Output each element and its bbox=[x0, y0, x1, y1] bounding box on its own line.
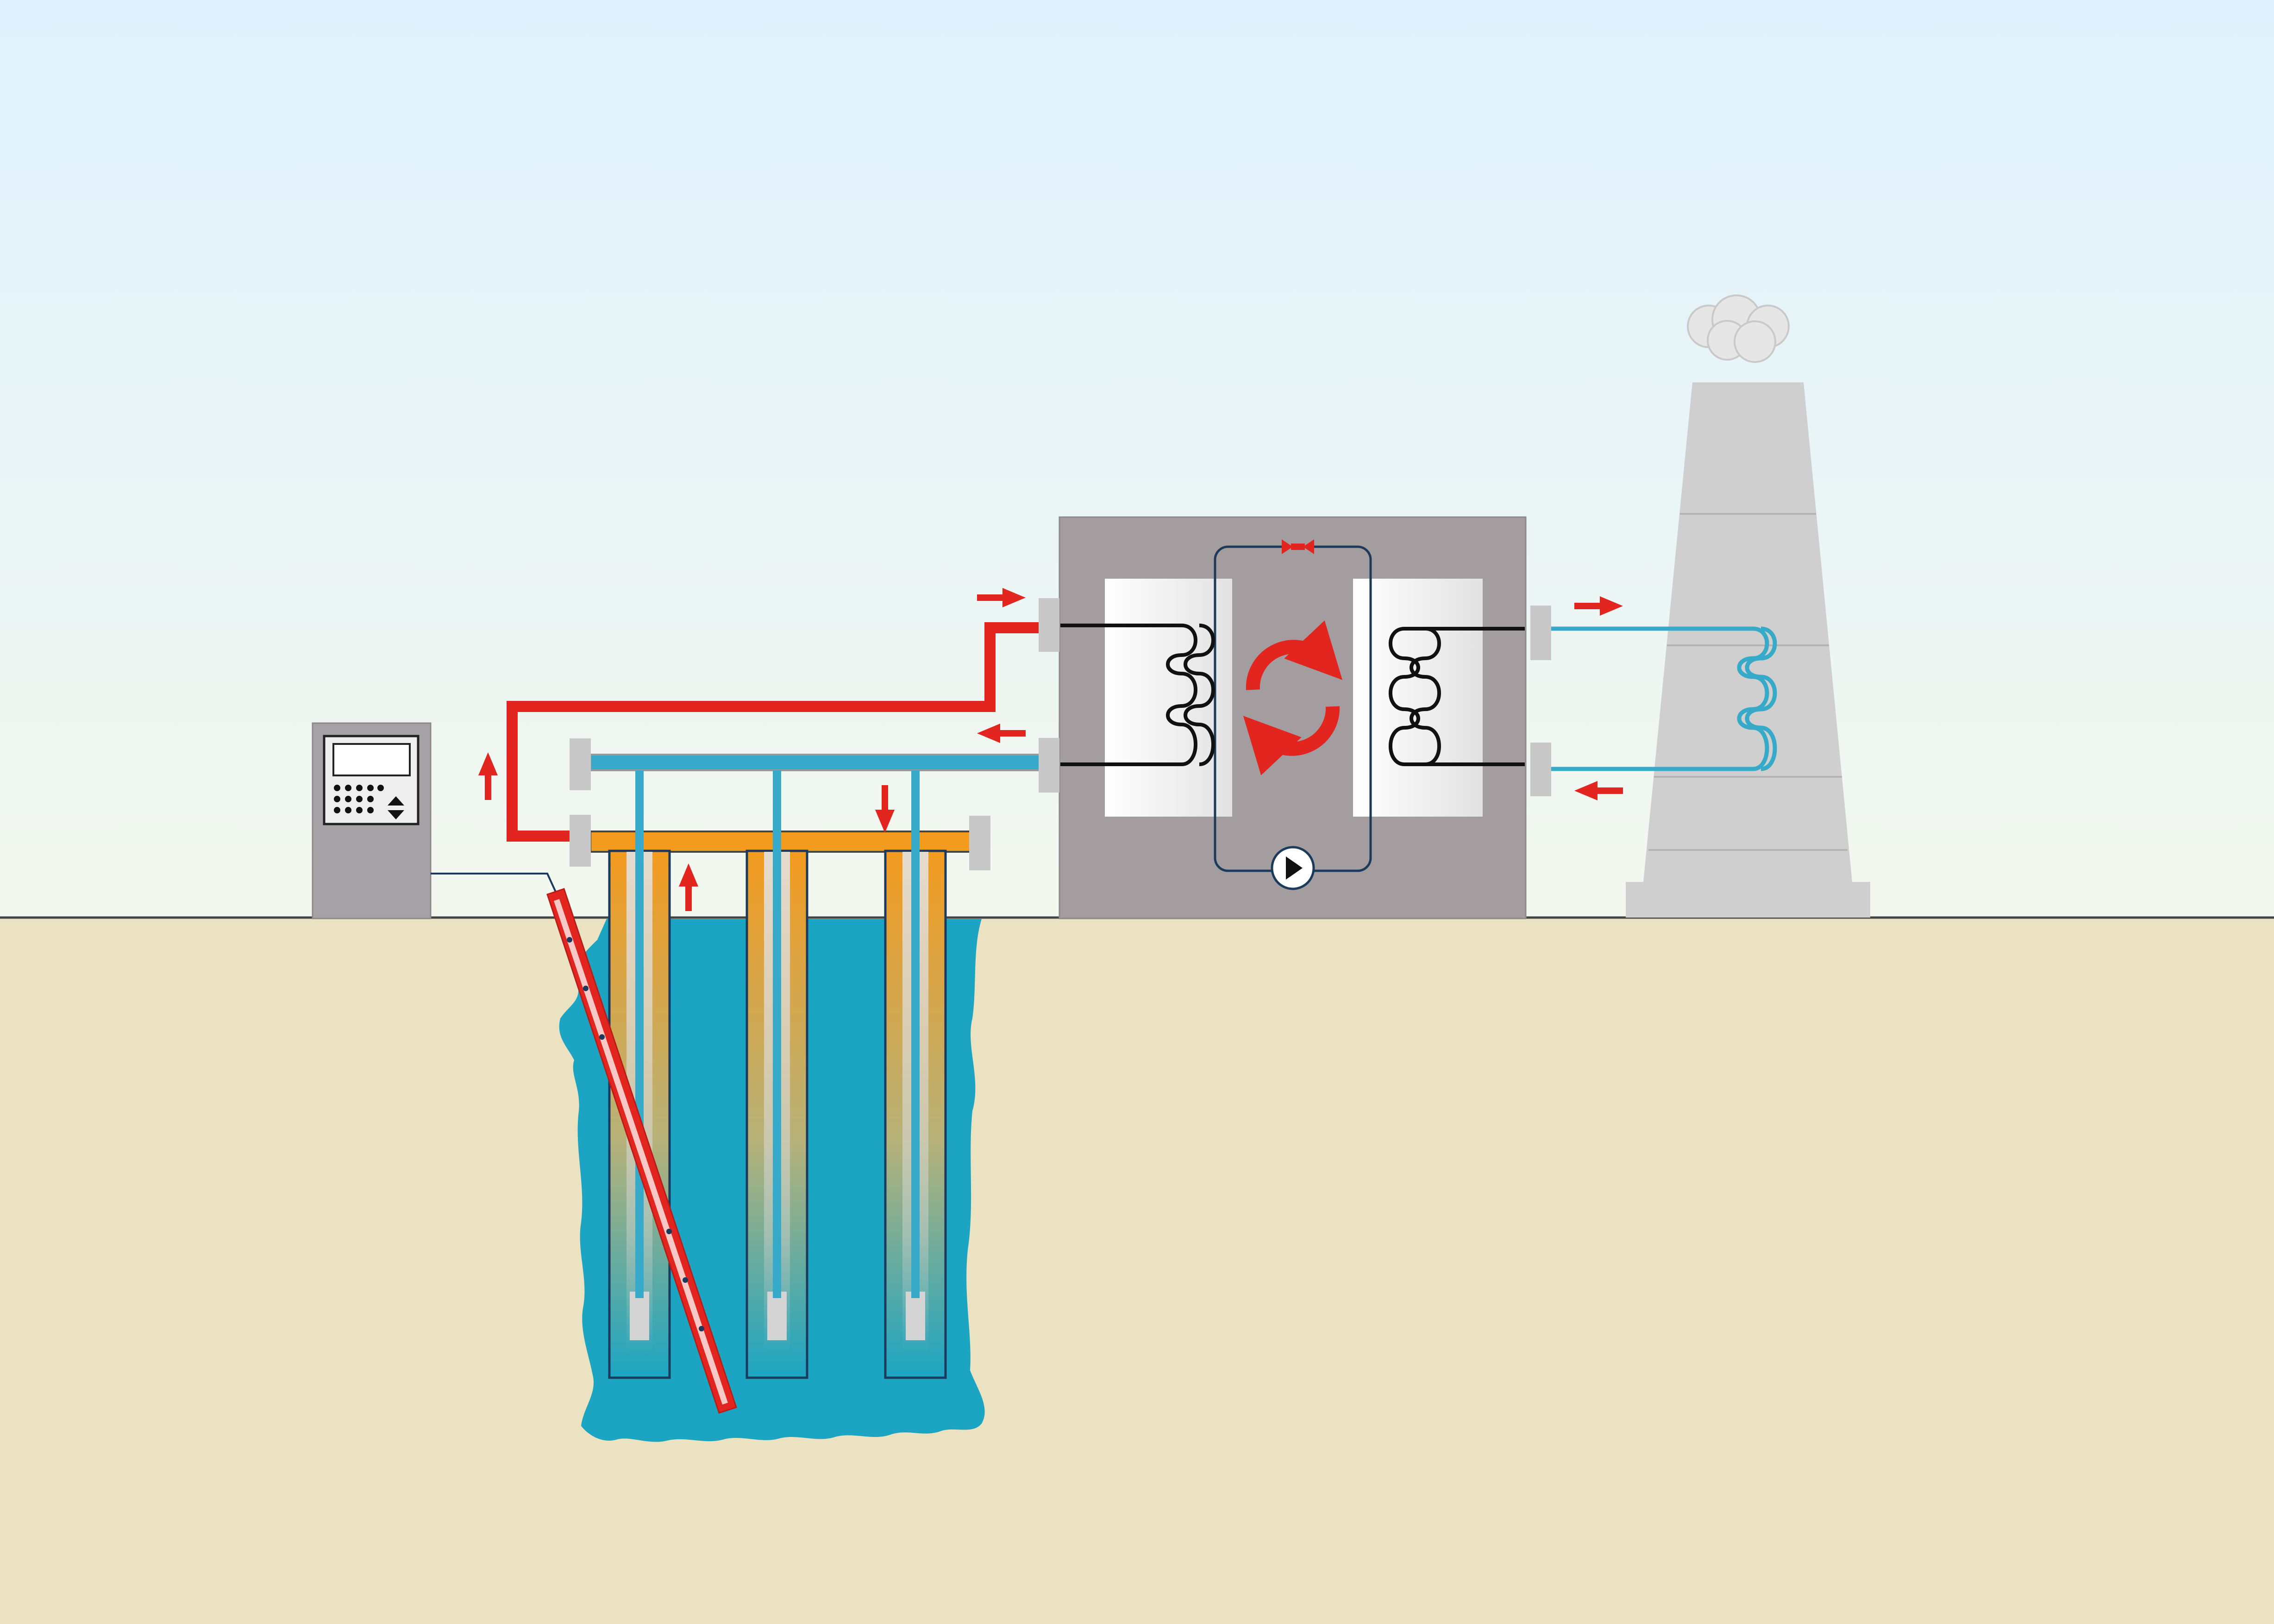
temperature-sensor-probe bbox=[546, 888, 737, 1414]
condenser-panel bbox=[1353, 579, 1483, 817]
controller-cabinet bbox=[312, 722, 432, 919]
expansion-valve-icon bbox=[1282, 539, 1314, 554]
cold-supply-manifold bbox=[589, 754, 1045, 771]
manifold-cap-bottom-right bbox=[969, 816, 990, 870]
manifold-cap-top-left bbox=[570, 738, 591, 790]
heat-pump-unit bbox=[1059, 516, 1527, 919]
borehole-probe-3 bbox=[884, 770, 947, 1379]
arrow-rising-left bbox=[478, 752, 498, 800]
keypad-buttons[interactable] bbox=[334, 785, 384, 813]
borehole-probe-2 bbox=[745, 770, 808, 1379]
cooling-tower bbox=[1626, 294, 1870, 918]
flow-direction-arrow-icon bbox=[478, 588, 1623, 911]
arrow-hot-into-heat-pump bbox=[977, 588, 1026, 607]
arrow-up-probe bbox=[679, 863, 698, 911]
arrow-to-tower bbox=[1574, 596, 1623, 616]
arrow-from-tower bbox=[1574, 781, 1623, 800]
arrow-down-manifold bbox=[875, 785, 895, 833]
evaporator-coil-icon bbox=[1060, 624, 1215, 766]
port-tower-return bbox=[1530, 743, 1551, 796]
hot-header-pipe bbox=[507, 622, 1040, 842]
refrigerant-cycle-icon bbox=[1243, 620, 1343, 775]
port-tower-supply bbox=[1530, 606, 1551, 660]
port-hot-inlet bbox=[1039, 598, 1059, 652]
up-down-arrows-icon[interactable] bbox=[388, 796, 404, 819]
manifold-cap-bottom-left bbox=[570, 815, 591, 867]
condenser-coil-icon bbox=[1389, 627, 1525, 766]
pump-icon bbox=[1271, 846, 1315, 890]
port-cold-outlet bbox=[1039, 738, 1059, 793]
controller-display bbox=[332, 743, 411, 776]
tower-stack bbox=[1643, 382, 1852, 882]
arrow-cold-out-of-heat-pump bbox=[977, 724, 1026, 743]
tower-base bbox=[1626, 882, 1870, 918]
ground bbox=[0, 918, 2274, 1624]
steam-cloud-icon bbox=[1687, 294, 1790, 363]
tower-coil-loop bbox=[1551, 626, 1777, 771]
